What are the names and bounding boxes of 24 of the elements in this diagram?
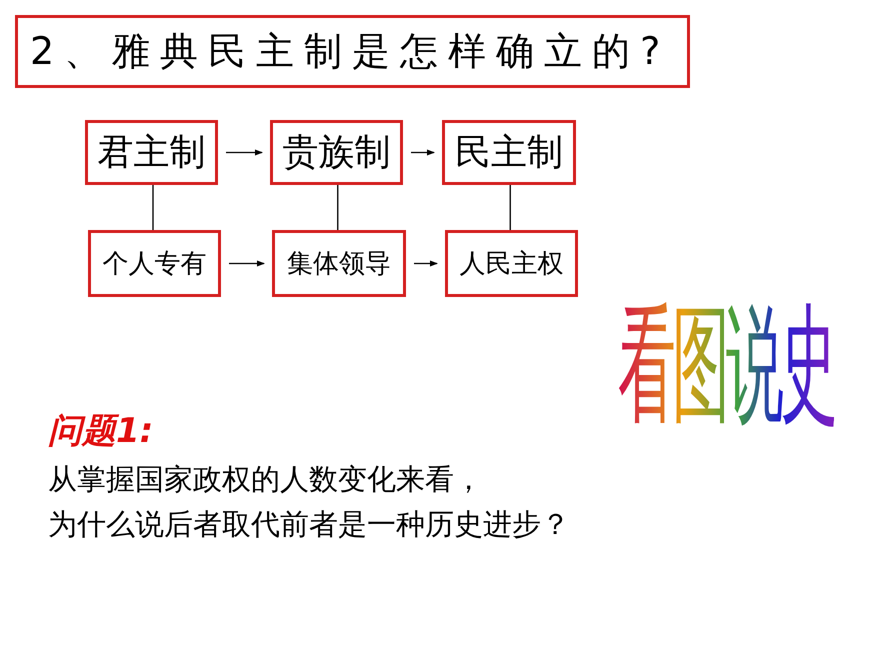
word-art-text: 看图说史	[618, 300, 834, 428]
arrow	[414, 260, 438, 266]
process-box	[445, 230, 578, 297]
process-box	[442, 120, 576, 185]
arrow	[226, 150, 263, 156]
question-text: 从掌握国家政权的人数变化来看，	[48, 461, 483, 498]
connector-line	[152, 185, 154, 230]
question-heading: 问题1:	[48, 410, 154, 453]
process-box	[88, 230, 221, 297]
node-label: 人民主权	[460, 248, 564, 281]
arrow	[411, 150, 435, 156]
process-box	[272, 230, 406, 297]
connector-line	[510, 185, 511, 230]
process-box	[270, 120, 403, 185]
node-label: 贵族制	[282, 131, 390, 175]
question-text: 为什么说后者取代前者是一种历史进步？	[48, 506, 570, 543]
connector-line	[337, 185, 338, 230]
node-label: 君主制	[98, 131, 206, 175]
arrow	[229, 260, 265, 266]
title-box: 2、雅典民主制是怎样确立的?	[15, 15, 690, 88]
node-label: 个人专有	[102, 248, 206, 281]
node-label: 集体领导	[287, 248, 391, 281]
node-label: 民主制	[455, 131, 563, 175]
process-box	[85, 120, 218, 185]
